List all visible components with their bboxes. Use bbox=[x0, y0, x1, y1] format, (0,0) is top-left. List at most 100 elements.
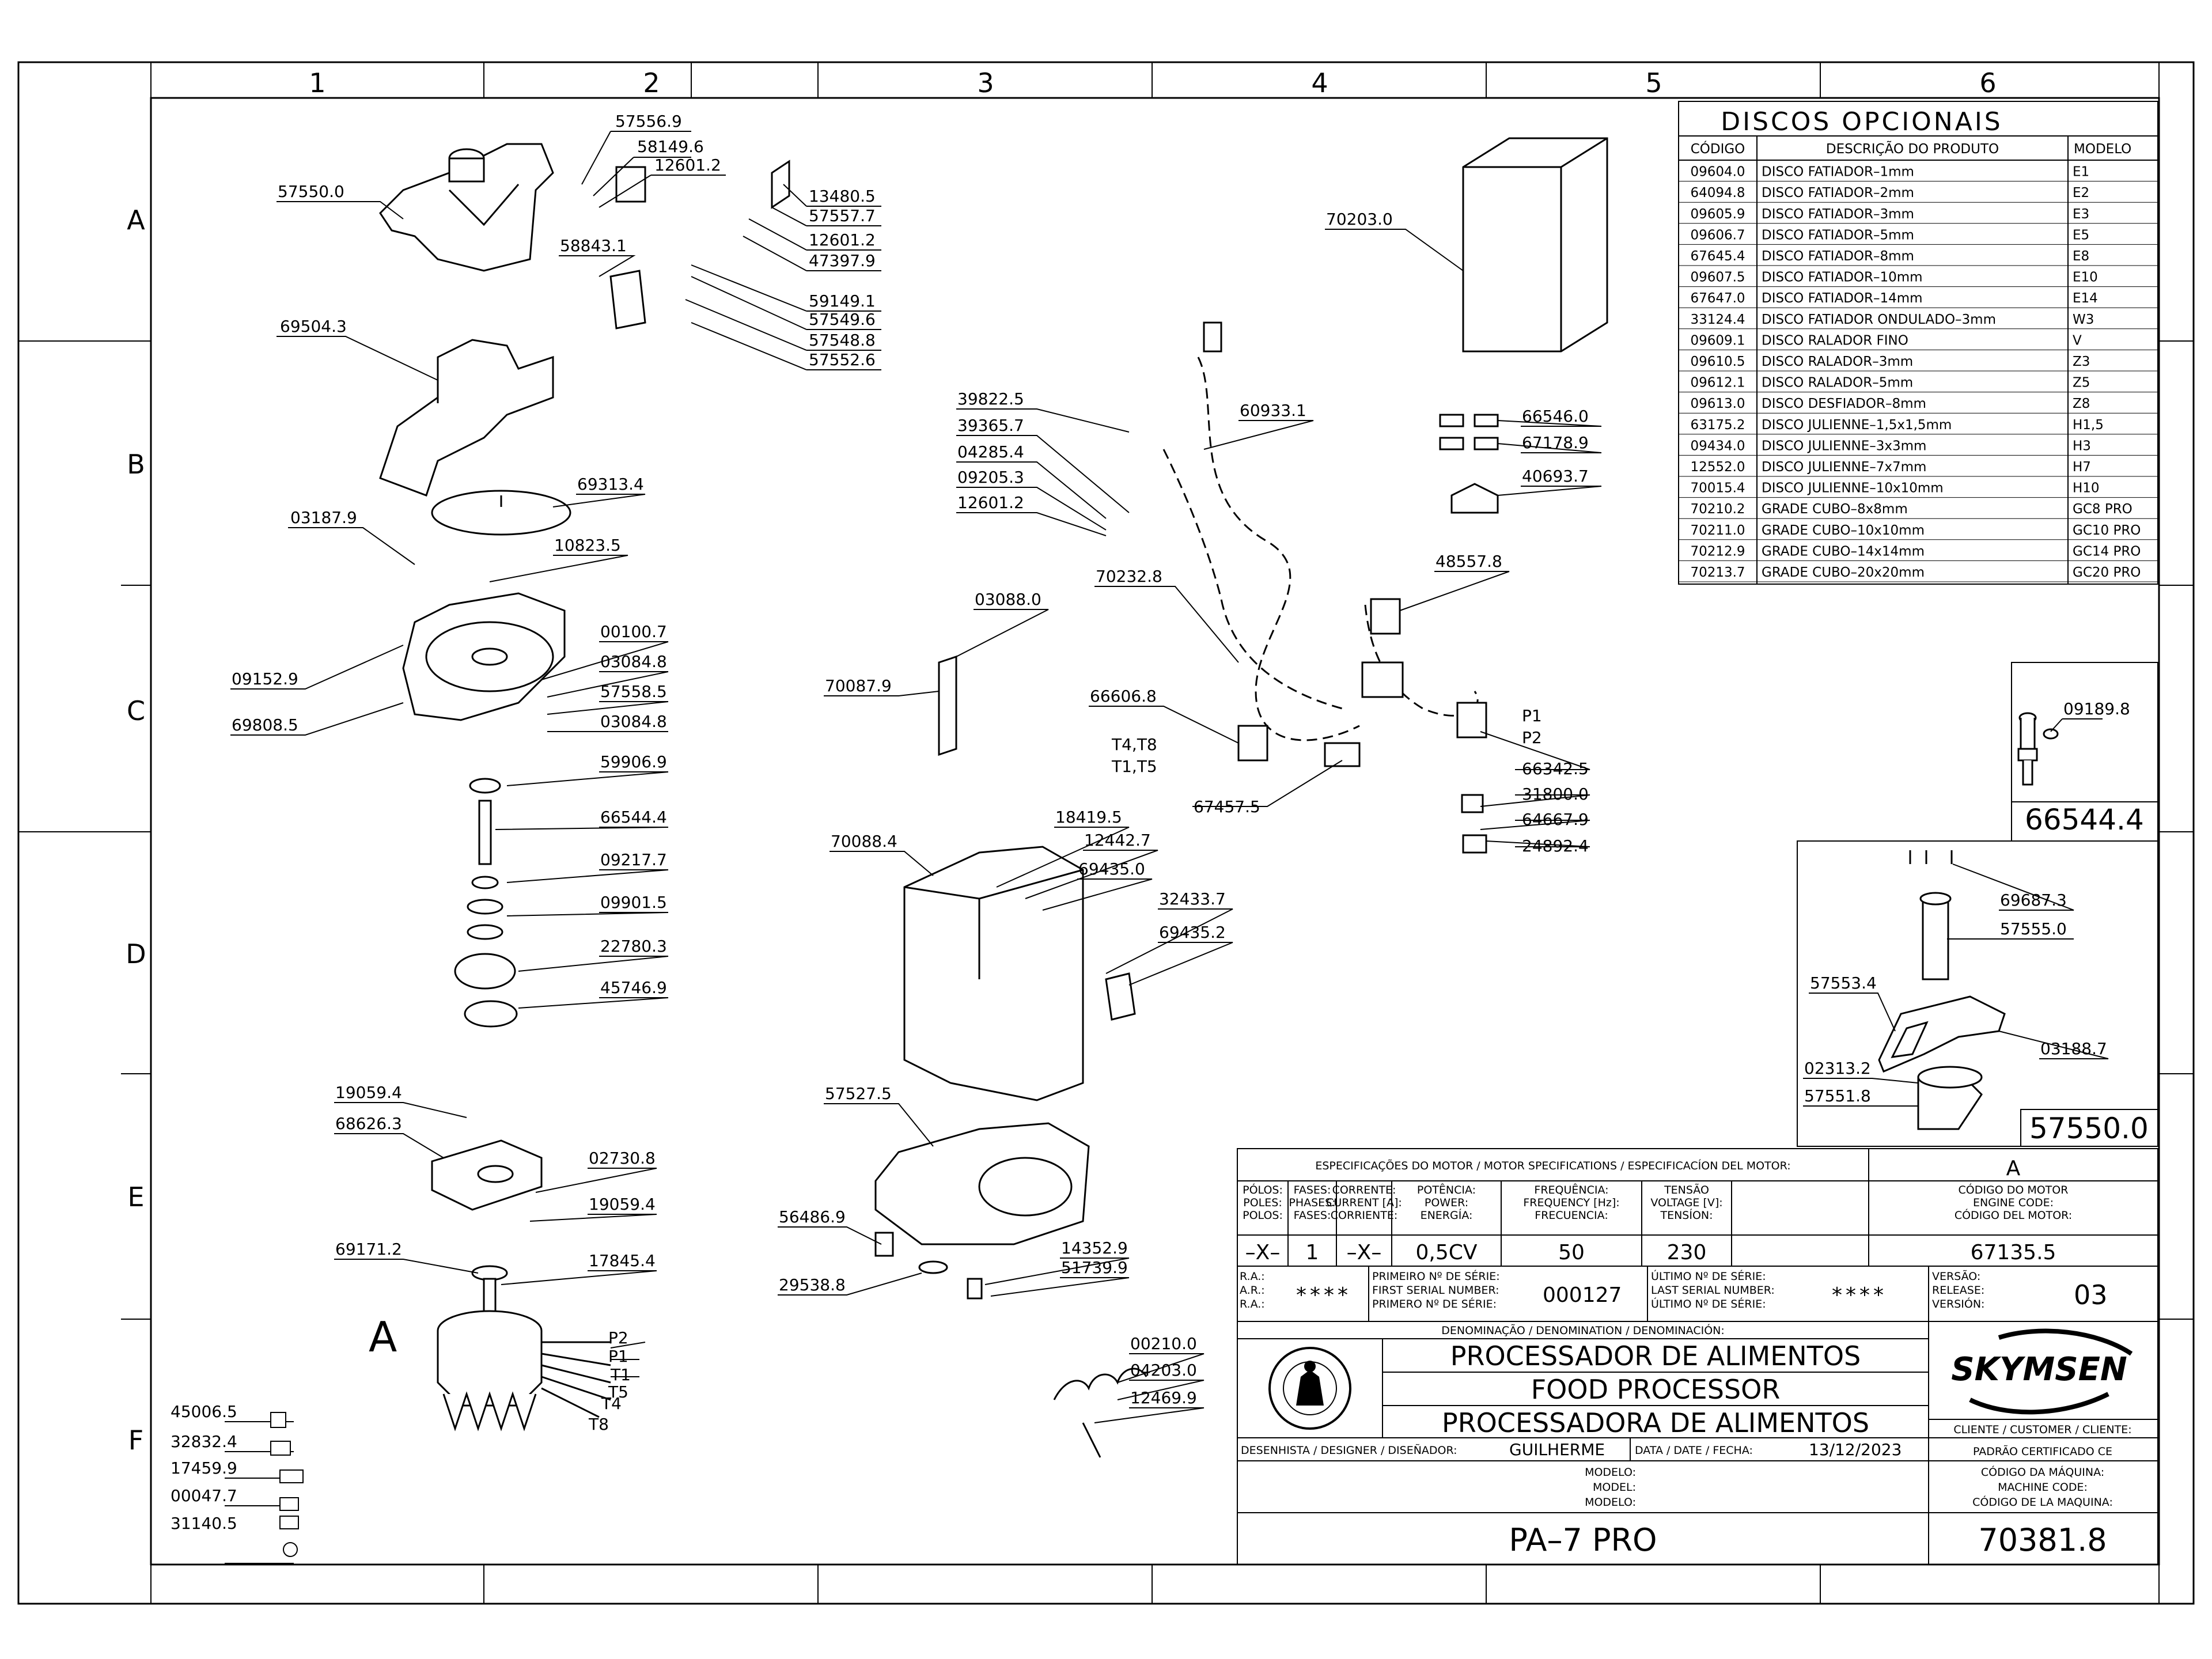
machine-code-label: CÓDIGO DA MÁQUINA: bbox=[1981, 1465, 2104, 1479]
part-label: 68626.3 bbox=[335, 1114, 402, 1133]
spec-value: –X– bbox=[1245, 1241, 1281, 1264]
disc-table-cell: DISCO RALADOR FINO bbox=[1762, 333, 1908, 348]
part-label: 70088.4 bbox=[831, 832, 897, 851]
denomination-header: DENOMINAÇÃO / DENOMINATION / DENOMINACIÓ… bbox=[1441, 1323, 1725, 1337]
spec-header: FREQUENCY [Hz]: bbox=[1523, 1196, 1619, 1209]
disc-table-cell: V bbox=[2073, 333, 2082, 348]
disc-table-cell: GC14 PRO bbox=[2073, 544, 2141, 559]
part-label: 57555.0 bbox=[2000, 919, 2067, 938]
terminal-label: P2 bbox=[1522, 728, 1542, 747]
disc-table-cell: GC20 PRO bbox=[2073, 565, 2141, 580]
part-label: 66546.0 bbox=[1522, 407, 1589, 426]
model-label: MODELO: bbox=[1585, 1466, 1636, 1479]
row-marker: A bbox=[127, 204, 145, 236]
part-label: 09152.9 bbox=[232, 669, 298, 688]
spec-header: CURRENT [A]: bbox=[1326, 1196, 1402, 1209]
part-label: 03084.8 bbox=[600, 652, 667, 671]
part-label: 17845.4 bbox=[589, 1251, 656, 1270]
disc-table-cell: DISCO FATIADOR–14mm bbox=[1762, 291, 1923, 306]
spec-header: FREQUÊNCIA: bbox=[1534, 1183, 1608, 1196]
client-header: CLIENTE / CUSTOMER / CLIENTE: bbox=[1953, 1423, 2131, 1436]
product-name: PROCESSADOR DE ALIMENTOS bbox=[1450, 1340, 1861, 1372]
row-marker: F bbox=[128, 1425, 143, 1456]
row-marker: E bbox=[127, 1181, 144, 1213]
part-label: 00047.7 bbox=[171, 1486, 237, 1505]
part-label: 57553.4 bbox=[1810, 974, 1877, 993]
spec-headers: PÓLOS:POLES:POLOS:FASES:PHASES:FASES:COR… bbox=[1243, 1183, 2072, 1222]
product-name: FOOD PROCESSOR bbox=[1531, 1374, 1781, 1405]
disc-table-cell: DISCO JULIENNE–1,5x1,5mm bbox=[1762, 418, 1952, 433]
tube-inset: 57550.0 bbox=[1797, 840, 2158, 1147]
part-label: 69171.2 bbox=[335, 1240, 402, 1259]
part-label: 69435.2 bbox=[1159, 923, 1226, 942]
row-marker: B bbox=[127, 449, 145, 480]
part-label: 47397.9 bbox=[809, 251, 876, 270]
part-label: 69313.4 bbox=[577, 475, 644, 494]
part-label: 64667.9 bbox=[1522, 810, 1589, 829]
part-label: 17459.9 bbox=[171, 1459, 237, 1478]
spec-header: POTÊNCIA: bbox=[1417, 1183, 1476, 1196]
spec-header: ENERGÍA: bbox=[1421, 1209, 1473, 1222]
part-label: 12601.2 bbox=[809, 230, 876, 249]
part-label: 12601.2 bbox=[957, 493, 1024, 512]
model-value: PA–7 PRO bbox=[1509, 1522, 1657, 1558]
table-header: MODELO bbox=[2074, 142, 2131, 157]
part-label: 57550.0 bbox=[278, 182, 344, 201]
part-label: 69504.3 bbox=[280, 317, 347, 336]
part-label: 10823.5 bbox=[554, 536, 621, 555]
terminal-label: T4,T8 bbox=[1111, 735, 1157, 754]
disc-table-cell: 09604.0 bbox=[1690, 165, 1745, 180]
terminal-labels: P1 P2 T4,T8 T1,T5 P2 P1 T1 T5 T4 T8 bbox=[588, 706, 1542, 1434]
first-serial-label: PRIMERO Nº DE SÉRIE: bbox=[1372, 1297, 1497, 1310]
optional-discs-table: DISCOS OPCIONAIS CÓDIGO DESCRIÇÃO DO PRO… bbox=[1678, 101, 2158, 585]
feed-tube-drawing bbox=[1878, 892, 2006, 1130]
part-label: 69808.5 bbox=[232, 715, 298, 734]
lid-assembly-drawing bbox=[379, 143, 790, 329]
disc-table-cell: DISCO JULIENNE–7x7mm bbox=[1762, 460, 1926, 475]
model-label: MODELO: bbox=[1585, 1496, 1636, 1509]
motor-reference-letter: A bbox=[369, 1313, 397, 1361]
part-label: 14352.9 bbox=[1061, 1238, 1128, 1257]
housing-drawing bbox=[903, 846, 1136, 1101]
terminal-label: T5 bbox=[608, 1382, 628, 1402]
part-labels: 57556.9 58149.6 12601.2 57550.0 13480.5 … bbox=[171, 112, 2130, 1533]
motor-drawing bbox=[437, 1265, 611, 1431]
part-label: 59906.9 bbox=[600, 752, 667, 771]
disc-table-cell: E3 bbox=[2073, 207, 2089, 222]
designer-name: GUILHERME bbox=[1509, 1440, 1605, 1459]
part-label: 22780.3 bbox=[600, 937, 667, 956]
part-label: 24892.4 bbox=[1522, 836, 1589, 855]
spec-header: ENGINE CODE: bbox=[1973, 1196, 2054, 1209]
part-label: 19059.4 bbox=[589, 1195, 656, 1214]
disc-table-cell: 33124.4 bbox=[1690, 312, 1745, 327]
spec-header: POLES: bbox=[1243, 1196, 1282, 1209]
base-drawing bbox=[874, 1122, 1090, 1300]
disc-table-cell: 64094.8 bbox=[1690, 185, 1745, 200]
disc-table-cell: 70210.2 bbox=[1690, 502, 1745, 517]
disc-table-cell: 70211.0 bbox=[1690, 523, 1745, 538]
version-label: VERSIÓN: bbox=[1932, 1297, 1984, 1310]
spec-value: 1 bbox=[1306, 1241, 1319, 1264]
part-label: 56486.9 bbox=[779, 1207, 846, 1226]
disc-table-cell: E1 bbox=[2073, 165, 2089, 180]
machine-code-label: CÓDIGO DE LA MAQUINA: bbox=[1972, 1495, 2113, 1509]
disc-table-cell: 09612.1 bbox=[1690, 376, 1745, 391]
column-marker: 2 bbox=[643, 67, 660, 99]
motor-spec-header: ESPECIFICAÇÕES DO MOTOR / MOTOR SPECIFIC… bbox=[1315, 1159, 1790, 1172]
disc-table-cell: E2 bbox=[2073, 185, 2089, 200]
part-label: 57551.8 bbox=[1804, 1086, 1871, 1105]
column-markers: 1 2 3 4 5 6 bbox=[309, 67, 1996, 99]
optional-discs-title: DISCOS OPCIONAIS bbox=[1721, 107, 2002, 137]
terminal-label: T4 bbox=[601, 1394, 622, 1413]
bearing-stack-drawing bbox=[454, 778, 518, 1028]
terminal-label: T8 bbox=[588, 1415, 609, 1434]
part-label: 57549.6 bbox=[809, 310, 876, 329]
model-label: MODEL: bbox=[1593, 1481, 1636, 1494]
screw-icons bbox=[1909, 850, 1953, 864]
column-marker: 1 bbox=[309, 67, 325, 99]
table-header: DESCRIÇÃO DO PRODUTO bbox=[1826, 141, 1999, 157]
last-serial-label: LAST SERIAL NUMBER: bbox=[1651, 1284, 1775, 1297]
part-label: 57548.8 bbox=[809, 331, 876, 350]
spec-value: 50 bbox=[1558, 1241, 1585, 1264]
version-label: RELEASE: bbox=[1932, 1284, 1984, 1297]
